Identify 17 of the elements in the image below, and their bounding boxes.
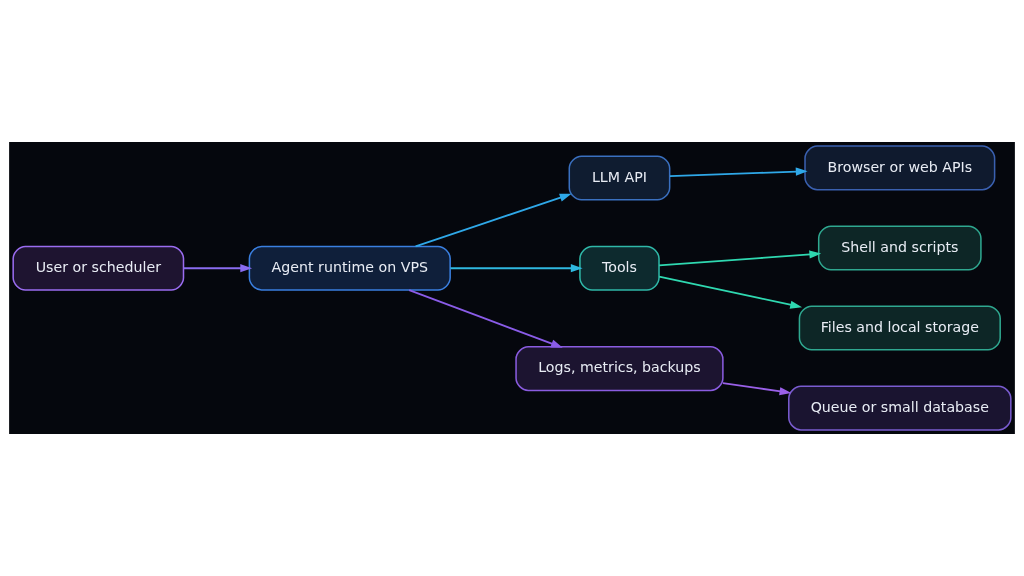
arrow (658, 275, 803, 309)
arrow (669, 167, 808, 178)
arrow (414, 193, 572, 248)
node-box: Agent runtime on VPS (248, 245, 451, 291)
node-box: Shell and scripts (817, 225, 982, 271)
node-box: User or scheduler (12, 245, 185, 291)
arrow (449, 264, 583, 273)
node-box: Files and local storage (798, 305, 1001, 351)
arrow (722, 382, 792, 396)
arrow (658, 250, 822, 267)
node-box: Logs, metrics, backups (515, 346, 724, 392)
arrow (408, 289, 563, 348)
node-box: Queue or small database (788, 385, 1012, 431)
arrow (182, 264, 253, 273)
node-box: LLM API (568, 155, 671, 201)
node-box: Browser or web APIs (804, 145, 996, 191)
node-box: Tools (579, 245, 660, 291)
